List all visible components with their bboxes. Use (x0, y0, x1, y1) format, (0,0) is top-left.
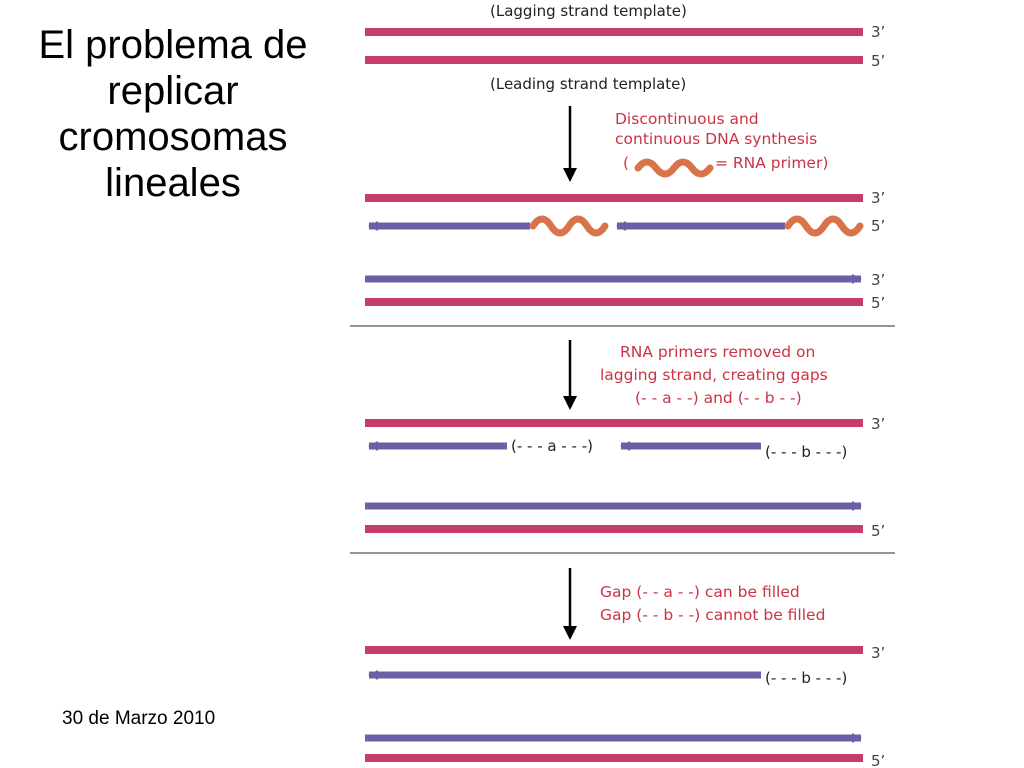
stage3-caption-line: Gap (- - a - -) can be filled (600, 583, 800, 601)
lagging-template-label: (Lagging strand template) (490, 2, 687, 20)
gap-b-label: (- - - b - - -) (765, 443, 847, 461)
template-strand (365, 56, 863, 64)
stage1-caption-line: continuous DNA synthesis (615, 130, 817, 148)
end-label-3prime: 3’ (871, 644, 885, 662)
stage2-caption-line: (- - a - -) and (- - b - -) (635, 389, 802, 407)
template-strand (365, 754, 863, 762)
end-label-5prime: 5’ (871, 52, 885, 70)
rna-primer (784, 215, 864, 237)
template-strand (365, 194, 863, 202)
primer-key-close: = RNA primer) (715, 154, 828, 172)
primer-key-open: ( (623, 154, 629, 172)
slide-date: 30 de Marzo 2010 (62, 708, 216, 729)
slide-title: El problema de replicar cromosomas linea… (8, 22, 338, 206)
template-strand (365, 525, 863, 533)
stage3-caption-line: Gap (- - b - -) cannot be filled (600, 606, 825, 624)
end-label-3prime: 3’ (871, 415, 885, 433)
process-arrow-head (563, 396, 577, 410)
gap-b-label: (- - - b - - -) (765, 669, 847, 687)
title-line: lineales (105, 161, 241, 205)
template-strand (365, 298, 863, 306)
end-label-5prime: 5’ (871, 522, 885, 540)
replication-diagram: (Lagging strand template) 3’ 5’ (Leading… (350, 2, 895, 768)
stage2-caption-line: RNA primers removed on (620, 343, 815, 361)
process-arrow-head (563, 168, 577, 182)
rna-primer-key-icon (634, 158, 714, 178)
end-label-3prime: 3’ (871, 23, 885, 41)
title-line: replicar (107, 69, 239, 113)
stage1-caption-line: Discontinuous and (615, 110, 759, 128)
template-strand (365, 28, 863, 36)
end-label-3prime: 3’ (871, 189, 885, 207)
gap-a-label: (- - - a - - -) (511, 437, 593, 455)
end-label-3prime: 3’ (871, 271, 885, 289)
stage2-caption-line: lagging strand, creating gaps (600, 366, 828, 384)
process-arrow-head (563, 626, 577, 640)
rna-primer (529, 215, 609, 237)
template-strand (365, 419, 863, 427)
leading-template-label: (Leading strand template) (490, 75, 686, 93)
title-line: cromosomas (58, 115, 288, 159)
template-strand (365, 646, 863, 654)
title-line: El problema de (38, 23, 308, 67)
end-label-5prime: 5’ (871, 294, 885, 312)
end-label-5prime: 5’ (871, 217, 885, 235)
end-label-5prime: 5’ (871, 752, 885, 768)
